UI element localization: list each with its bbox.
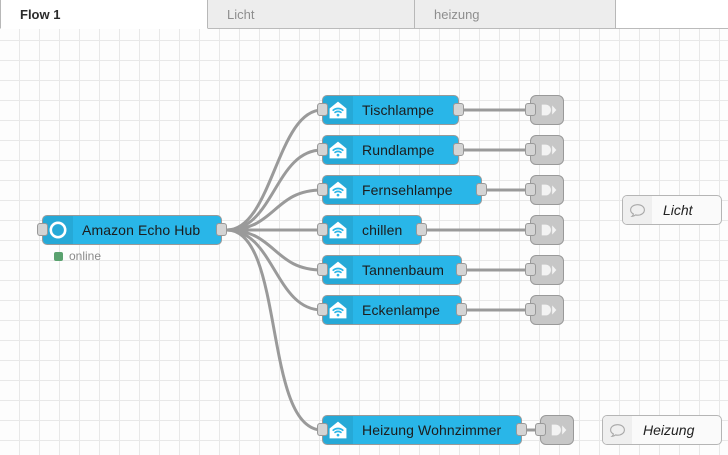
tab-label: Flow 1 xyxy=(20,6,61,22)
node-device-tischlampe[interactable]: Tischlampe xyxy=(317,95,464,125)
node-device-heizung-wohnzimmer[interactable]: Heizung Wohnzimmer xyxy=(317,415,527,445)
node-device-rundlampe[interactable]: Rundlampe xyxy=(317,135,464,165)
comment-label: Heizung xyxy=(643,422,695,438)
flow-tab-bar: Flow 1 Licht heizung xyxy=(0,0,728,29)
node-output-port[interactable] xyxy=(516,423,527,436)
node-input-port[interactable] xyxy=(37,223,48,236)
flow-canvas[interactable]: Amazon Echo Hub online Tischlampe xyxy=(0,29,728,455)
node-input-port[interactable] xyxy=(317,223,328,236)
node-input-port[interactable] xyxy=(317,103,328,116)
debug-arrow-icon xyxy=(538,100,558,125)
wire-hub-fernsehlampe xyxy=(225,188,324,232)
wire-hub-eckenlampe xyxy=(225,228,324,312)
node-output-port[interactable] xyxy=(476,183,487,196)
node-output-port[interactable] xyxy=(453,103,464,116)
node-input-port[interactable] xyxy=(317,303,328,316)
debug-arrow-icon xyxy=(538,260,558,285)
wifi-home-icon xyxy=(323,256,353,284)
node-label: Heizung Wohnzimmer xyxy=(362,422,502,438)
status-label: online xyxy=(69,249,102,263)
node-input-port[interactable] xyxy=(317,423,328,436)
node-debug-1[interactable] xyxy=(525,135,564,165)
node-output-port[interactable] xyxy=(456,303,467,316)
node-input-port[interactable] xyxy=(525,263,536,276)
node-debug-4[interactable] xyxy=(525,255,564,285)
wire-hub-tischlampe xyxy=(225,108,324,232)
node-output-port[interactable] xyxy=(456,263,467,276)
tab-label: Licht xyxy=(227,6,255,22)
debug-arrow-icon xyxy=(538,220,558,245)
debug-arrow-icon xyxy=(538,140,558,165)
comment-label: Licht xyxy=(663,202,693,218)
wifi-home-icon xyxy=(323,416,353,444)
node-amazon-echo-hub[interactable]: Amazon Echo Hub xyxy=(37,215,227,245)
node-output-port[interactable] xyxy=(416,223,427,236)
tab-label: heizung xyxy=(434,6,480,22)
wire-hub-rundlampe xyxy=(225,148,324,232)
node-input-port[interactable] xyxy=(317,183,328,196)
node-input-port[interactable] xyxy=(525,143,536,156)
node-device-eckenlampe[interactable]: Eckenlampe xyxy=(317,295,467,325)
node-input-port[interactable] xyxy=(525,223,536,236)
wifi-home-icon xyxy=(323,216,353,244)
comment-bubble-icon xyxy=(623,196,652,224)
wifi-home-icon xyxy=(323,176,353,204)
status-dot xyxy=(54,251,63,261)
node-label: Tischlampe xyxy=(362,102,435,118)
node-device-tannenbaum[interactable]: Tannenbaum xyxy=(317,255,467,285)
node-debug-6[interactable] xyxy=(535,415,574,445)
node-device-chillen[interactable]: chillen xyxy=(317,215,427,245)
node-debug-0[interactable] xyxy=(525,95,564,125)
wire-hub-heizung xyxy=(225,228,324,432)
node-label: Amazon Echo Hub xyxy=(82,222,201,238)
node-status-amazon-echo-hub: online xyxy=(54,249,101,263)
node-output-port[interactable] xyxy=(216,223,227,236)
node-device-fernsehlampe[interactable]: Fernsehlampe xyxy=(317,175,487,205)
node-debug-2[interactable] xyxy=(525,175,564,205)
alexa-ring-icon xyxy=(43,216,73,244)
tab-bar-filler xyxy=(616,0,728,29)
node-input-port[interactable] xyxy=(525,183,536,196)
wifi-home-icon xyxy=(323,136,353,164)
wifi-home-icon xyxy=(323,296,353,324)
debug-arrow-icon xyxy=(538,300,558,325)
node-input-port[interactable] xyxy=(317,143,328,156)
node-comment-heizung[interactable]: Heizung xyxy=(602,415,722,445)
tab-heizung[interactable]: heizung xyxy=(415,0,616,29)
tab-flow-1[interactable]: Flow 1 xyxy=(0,0,208,29)
wire-hub-tannenbaum xyxy=(225,228,324,272)
comment-bubble-icon xyxy=(603,416,632,444)
node-input-port[interactable] xyxy=(525,103,536,116)
node-label: Tannenbaum xyxy=(362,262,444,278)
node-debug-3[interactable] xyxy=(525,215,564,245)
node-input-port[interactable] xyxy=(535,423,546,436)
node-label: Rundlampe xyxy=(362,142,435,158)
debug-arrow-icon xyxy=(538,180,558,205)
node-label: Fernsehlampe xyxy=(362,182,453,198)
node-comment-licht[interactable]: Licht xyxy=(622,195,722,225)
debug-arrow-icon xyxy=(548,420,568,445)
node-input-port[interactable] xyxy=(525,303,536,316)
node-label: chillen xyxy=(362,222,403,238)
node-input-port[interactable] xyxy=(317,263,328,276)
tab-licht[interactable]: Licht xyxy=(208,0,415,29)
wifi-home-icon xyxy=(323,96,353,124)
node-debug-5[interactable] xyxy=(525,295,564,325)
node-label: Eckenlampe xyxy=(362,302,441,318)
node-output-port[interactable] xyxy=(453,143,464,156)
